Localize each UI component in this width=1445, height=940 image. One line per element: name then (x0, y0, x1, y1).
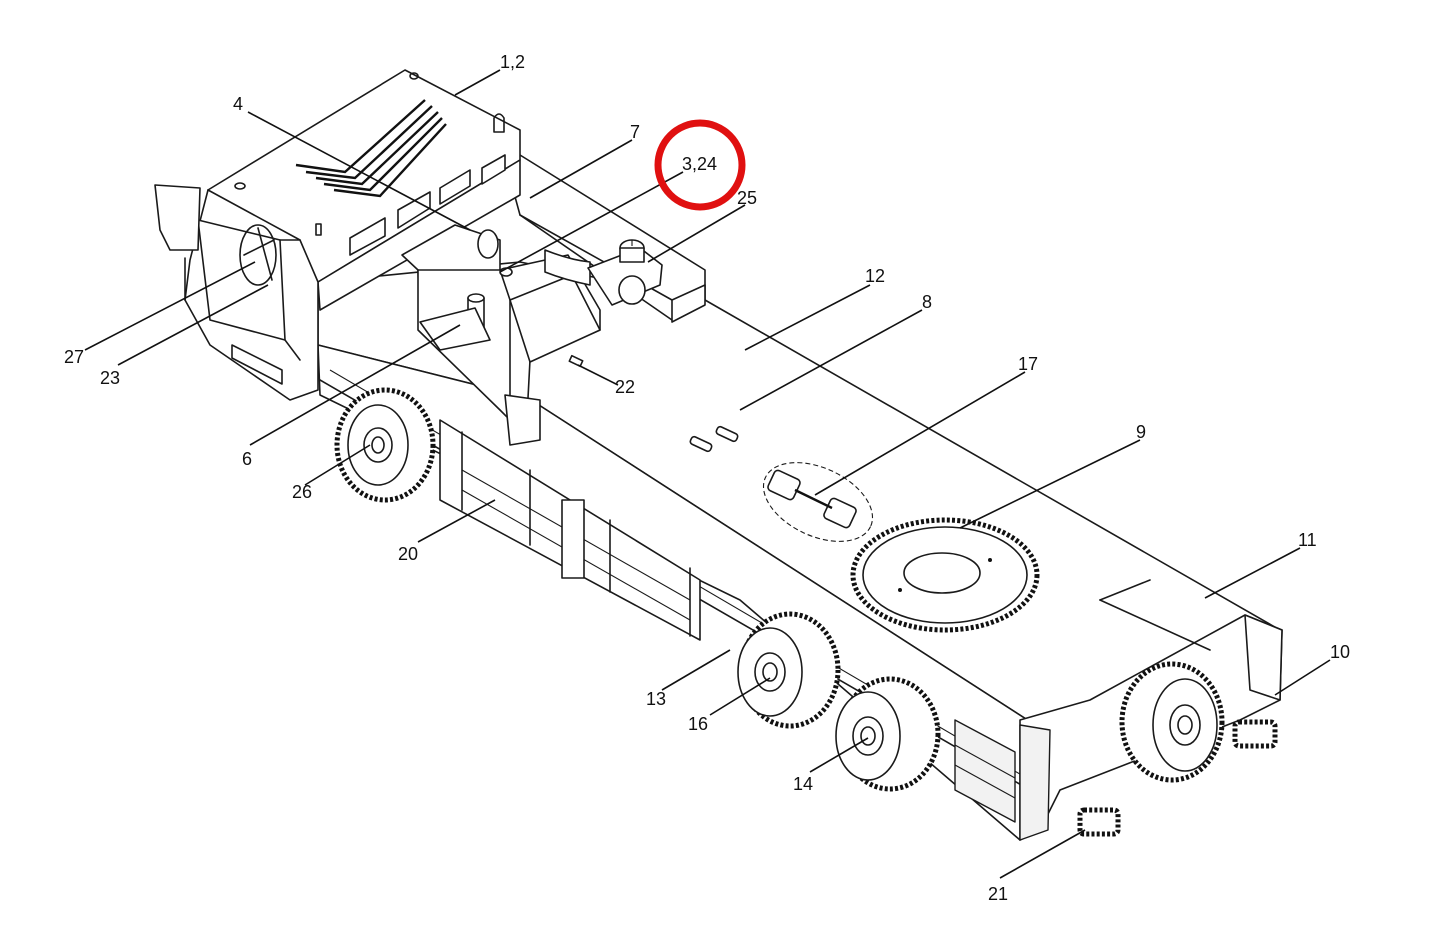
rear-wheel (1119, 661, 1225, 783)
side-frame (439, 419, 1016, 823)
callout-13: 13 (646, 689, 666, 709)
callout-26: 26 (292, 482, 312, 502)
roof-vent (295, 99, 447, 198)
outrigger-pad-front (1077, 807, 1121, 837)
callout-1-2: 1,2 (500, 52, 525, 72)
drive-shaft (762, 462, 874, 542)
hydraulic-filter (544, 239, 663, 306)
callout-23: 23 (100, 368, 120, 388)
callout-7: 7 (630, 122, 640, 142)
deck-fitting-22 (568, 354, 584, 368)
callout-25: 25 (737, 188, 757, 208)
middle-wheel-2 (835, 676, 941, 792)
front-wheel (334, 387, 436, 503)
callout-6: 6 (242, 449, 252, 469)
callout-17: 17 (1018, 354, 1038, 374)
callout-22: 22 (615, 377, 635, 397)
deck-fitting-8 (715, 425, 739, 443)
callout-labels: 1,2 4 7 3,24 25 12 8 17 9 22 27 23 6 26 … (64, 52, 1350, 904)
callout-4: 4 (233, 94, 243, 114)
leader-lines (84, 69, 1331, 879)
callout-20: 20 (398, 544, 418, 564)
truck-illustration (154, 69, 1283, 841)
callout-10: 10 (1330, 642, 1350, 662)
turntable-bearing (850, 517, 1040, 633)
callout-3-24: 3,24 (682, 154, 717, 174)
callout-16: 16 (688, 714, 708, 734)
middle-wheel-1 (737, 611, 841, 729)
outrigger-pad-rear (1232, 719, 1278, 749)
highlight-circle (654, 119, 746, 211)
callout-14: 14 (793, 774, 813, 794)
callout-27: 27 (64, 347, 84, 367)
callout-8: 8 (922, 292, 932, 312)
callout-11: 11 (1298, 530, 1317, 550)
callout-9: 9 (1136, 422, 1146, 442)
callout-12: 12 (865, 266, 885, 286)
callout-21: 21 (988, 884, 1008, 904)
